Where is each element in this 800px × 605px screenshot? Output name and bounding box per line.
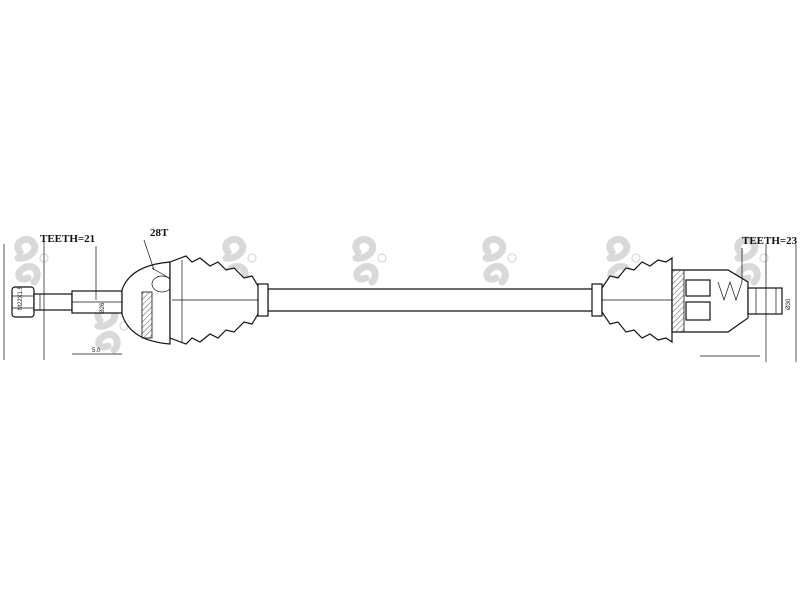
svg-text:Ø26: Ø26 <box>100 302 106 314</box>
right-inner-joint <box>591 256 783 344</box>
drive-shaft <box>268 288 595 312</box>
svg-text:Ø30: Ø30 <box>786 298 792 310</box>
watermark-logo <box>356 239 386 282</box>
left-outer-joint <box>11 255 269 345</box>
left-dimensions: M22X1.5 Ø26 5.0 <box>3 238 155 360</box>
right-teeth-label: TEETH=23 <box>742 235 798 247</box>
left-cut-label: 28T <box>150 227 169 239</box>
watermark-logo <box>18 239 48 282</box>
svg-text:M22X1.5: M22X1.5 <box>18 285 24 310</box>
right-dimensions: Ø30 <box>700 244 797 362</box>
left-teeth-label: TEETH=21 <box>40 233 95 245</box>
watermark-logo <box>486 239 516 282</box>
svg-text:5.0: 5.0 <box>92 348 101 354</box>
